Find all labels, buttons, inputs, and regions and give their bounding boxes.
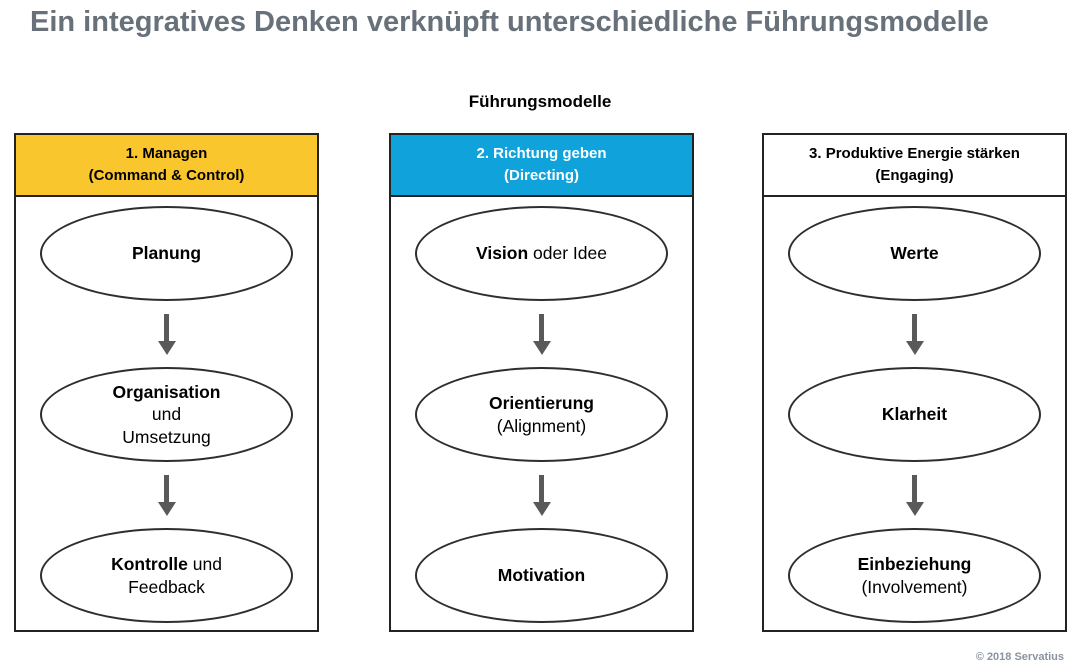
column-energie-body: Werte Klarheit Einbeziehung (Involvement… bbox=[764, 197, 1065, 623]
node-motivation: Motivation bbox=[415, 528, 668, 623]
node-text: Orientierung bbox=[488, 393, 594, 414]
diagram-title: Führungsmodelle bbox=[468, 92, 612, 111]
node-text: Motivation bbox=[497, 565, 586, 586]
down-arrow-icon bbox=[905, 301, 924, 367]
slide-title: Ein integratives Denken verknüpft unters… bbox=[30, 6, 989, 38]
header-line: (Command & Control) bbox=[88, 167, 245, 184]
node-text: Werte bbox=[890, 243, 939, 264]
down-arrow-icon bbox=[905, 462, 924, 528]
node-organisation: Organisation und Umsetzung bbox=[40, 367, 293, 462]
column-managen-body: Planung Organisation und Umsetzung Kontr… bbox=[16, 197, 317, 623]
header-line: 1. Managen bbox=[125, 145, 208, 163]
down-arrow-icon bbox=[532, 462, 551, 528]
node-text: und bbox=[151, 404, 182, 425]
column-produktive-energie: 3. Produktive Energie stärken (Engaging)… bbox=[762, 133, 1067, 632]
header-line: (Engaging) bbox=[875, 167, 954, 184]
node-text: Planung bbox=[131, 243, 202, 264]
node-text: Organisation bbox=[112, 381, 221, 402]
down-arrow-icon bbox=[532, 301, 551, 367]
node-kontrolle: Kontrolle und Feedback bbox=[40, 528, 293, 623]
node-planung: Planung bbox=[40, 206, 293, 301]
node-text: Vision oder Idee bbox=[475, 243, 607, 264]
down-arrow-icon bbox=[157, 462, 176, 528]
node-einbeziehung: Einbeziehung (Involvement) bbox=[788, 528, 1041, 623]
node-vision: Vision oder Idee bbox=[415, 206, 668, 301]
node-text: (Alignment) bbox=[496, 415, 587, 436]
down-arrow-icon bbox=[157, 301, 176, 367]
node-orientierung: Orientierung (Alignment) bbox=[415, 367, 668, 462]
node-text: Kontrolle und bbox=[111, 554, 222, 575]
node-text: Klarheit bbox=[881, 404, 948, 425]
column-richtung-body: Vision oder Idee Orientierung (Alignment… bbox=[391, 197, 692, 623]
column-managen-header: 1. Managen (Command & Control) bbox=[16, 135, 317, 197]
column-energie-header: 3. Produktive Energie stärken (Engaging) bbox=[764, 135, 1065, 197]
node-text: Umsetzung bbox=[122, 426, 211, 447]
header-line: (Directing) bbox=[504, 167, 579, 184]
node-text: Einbeziehung bbox=[857, 554, 972, 575]
column-richtung-geben: 2. Richtung geben (Directing) Vision ode… bbox=[389, 133, 694, 632]
node-text: (Involvement) bbox=[861, 576, 968, 597]
header-line: 3. Produktive Energie stärken bbox=[809, 145, 1020, 163]
header-line: 2. Richtung geben bbox=[476, 145, 607, 163]
column-managen: 1. Managen (Command & Control) Planung O… bbox=[14, 133, 319, 632]
copyright-notice: © 2018 Servatius bbox=[975, 651, 1064, 663]
node-text: Feedback bbox=[128, 576, 205, 597]
node-klarheit: Klarheit bbox=[788, 367, 1041, 462]
node-werte: Werte bbox=[788, 206, 1041, 301]
column-richtung-header: 2. Richtung geben (Directing) bbox=[391, 135, 692, 197]
